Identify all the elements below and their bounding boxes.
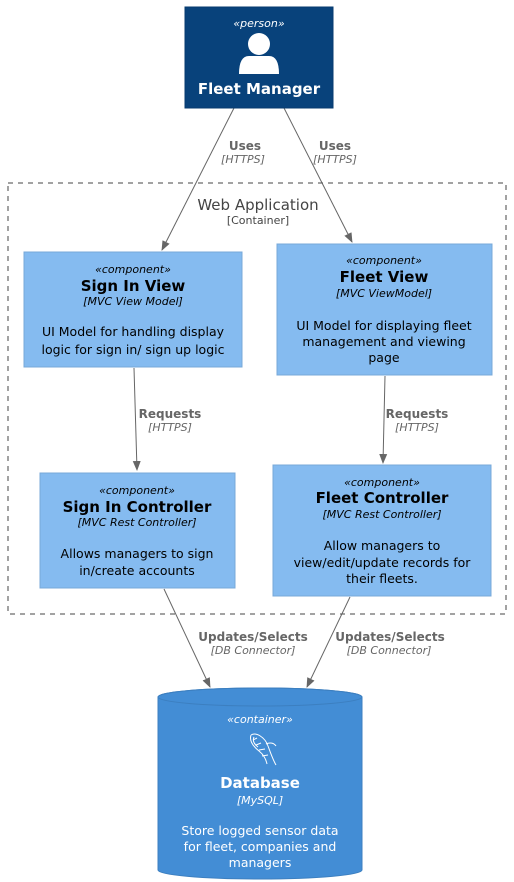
node-stereotype: «component» — [95, 263, 171, 276]
node-description-line: for fleet, companies and — [184, 839, 337, 854]
edge-label: Updates/Selects — [335, 630, 444, 644]
node-description-line: managers — [229, 855, 292, 870]
node-title: Database — [220, 774, 300, 792]
fleet-manager-node[interactable]: «person» Fleet Manager — [184, 6, 334, 109]
fleet-controller-node[interactable]: «component» Fleet Controller [MVC Rest C… — [272, 464, 492, 597]
node-technology: [MVC View Model] — [83, 295, 183, 308]
node-description-line: Store logged sensor data — [181, 823, 338, 838]
boundary-title: Web Application — [197, 196, 318, 214]
person-icon — [239, 33, 279, 74]
node-description-line: management and viewing — [302, 334, 465, 349]
edge-tech: [DB Connector] — [347, 644, 432, 657]
edge-tech: [HTTPS] — [148, 421, 192, 434]
node-stereotype: «component» — [99, 484, 175, 497]
sign-in-controller-node[interactable]: «component» Sign In Controller [MVC Rest… — [39, 472, 236, 589]
database-node[interactable]: «container» Database [MySQL] Store logge… — [157, 687, 363, 880]
sign-in-view-node[interactable]: «component» Sign In View [MVC View Model… — [23, 251, 243, 368]
node-description-line: UI Model for displaying fleet — [296, 318, 471, 333]
node-stereotype: «component» — [346, 254, 422, 267]
node-description-line: in/create accounts — [79, 563, 195, 578]
node-description-line: logic for sign in/ sign up logic — [42, 342, 225, 357]
edge-tech: [HTTPS] — [313, 153, 357, 166]
node-description-line: their fleets. — [346, 571, 418, 586]
node-title: Fleet View — [340, 268, 429, 286]
edge-label: Uses — [229, 139, 261, 153]
fleet-view-node[interactable]: «component» Fleet View [MVC ViewModel] U… — [276, 243, 493, 376]
edge-tech: [HTTPS] — [395, 421, 439, 434]
edge-requests-left: Requests [HTTPS] — [132, 367, 202, 471]
node-title: Fleet Manager — [198, 80, 321, 98]
mysql-dolphin-icon — [250, 733, 277, 766]
edge-tech: [HTTPS] — [221, 153, 265, 166]
node-description-line: Allows managers to sign — [61, 546, 214, 561]
edge-requests-right: Requests [HTTPS] — [379, 375, 449, 464]
edge-updates-left: Updates/Selects [DB Connector] — [163, 588, 308, 688]
web-application-boundary: Web Application [Container] — [7, 182, 507, 615]
node-description-line: UI Model for handling display — [42, 324, 225, 339]
edge-uses-left: Uses [HTTPS] — [161, 107, 265, 251]
node-technology: [MVC ViewModel] — [336, 287, 432, 300]
node-description-line: page — [368, 350, 400, 365]
node-stereotype: «component» — [344, 476, 420, 489]
boundary-subtitle: [Container] — [227, 214, 289, 227]
node-stereotype: «container» — [227, 713, 293, 726]
edge-updates-right: Updates/Selects [DB Connector] — [306, 596, 445, 688]
node-title: Sign In Controller — [63, 498, 212, 516]
node-title: Sign In View — [81, 277, 186, 295]
edge-uses-right: Uses [HTTPS] — [283, 107, 357, 243]
node-title: Fleet Controller — [316, 489, 449, 507]
edge-label: Updates/Selects — [198, 630, 307, 644]
edge-label: Requests — [139, 407, 202, 421]
node-description-line: Allow managers to — [324, 538, 441, 553]
node-stereotype: «person» — [233, 17, 284, 30]
edge-label: Uses — [319, 139, 351, 153]
node-technology: [MVC Rest Controller] — [322, 508, 441, 521]
node-technology: [MySQL] — [237, 794, 283, 807]
node-technology: [MVC Rest Controller] — [77, 516, 196, 529]
node-description-line: view/edit/update records for — [294, 555, 472, 570]
edge-label: Requests — [386, 407, 449, 421]
edge-tech: [DB Connector] — [211, 644, 296, 657]
